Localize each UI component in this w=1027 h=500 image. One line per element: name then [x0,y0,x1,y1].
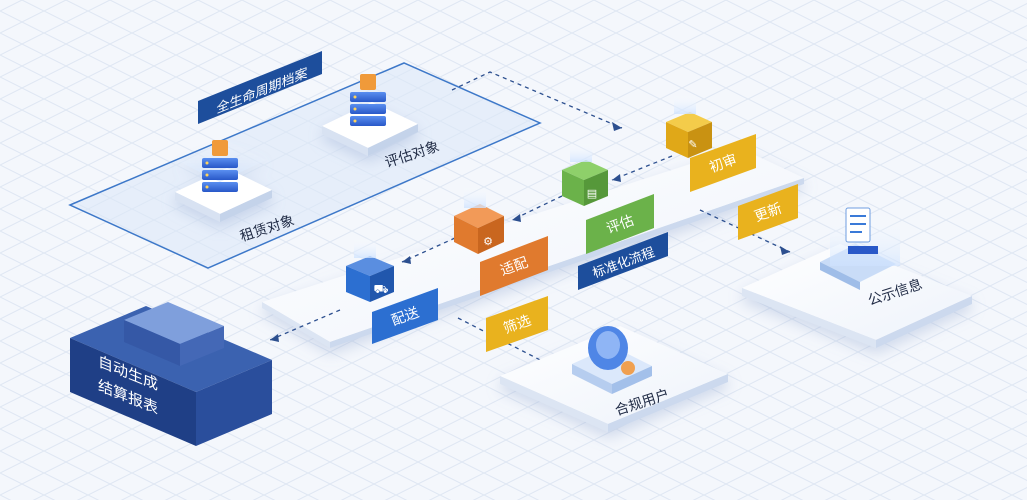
step-assessment-box: ▤ [562,142,608,206]
match-icon: ⚙ [483,235,493,248]
match-to-delivery-arrow [401,237,456,263]
public-info-platform [742,244,972,348]
archive-title-banner [198,51,322,124]
tag-update [738,184,798,240]
tag-initial-review [690,134,756,192]
compliant-user-icon [572,326,652,394]
step-delivery-box: ⛟ [346,238,394,302]
step-matching-box: ⚙ [454,186,504,254]
step-initial-review-box: ✎ [666,94,712,158]
archive-zone [68,51,542,269]
document-icon: ✎ [688,138,697,151]
truck-icon: ⛟ [373,282,388,296]
lease-server-icon [202,140,238,192]
archive-to-review-arrow [451,71,623,129]
checklist-icon: ▤ [587,187,597,200]
tag-filter [486,296,548,352]
process-title-banner [578,232,668,290]
flow-arrows [269,71,791,367]
tag-matching [480,236,548,296]
assess-to-match-arrow [511,195,563,221]
public-info-icon [820,207,900,290]
assess-server-icon [350,74,386,126]
review-to-assess-arrow [611,155,673,181]
filter-arrow [457,317,553,367]
tag-delivery [372,288,438,344]
report-block [70,302,272,446]
tag-assessment [586,194,654,254]
